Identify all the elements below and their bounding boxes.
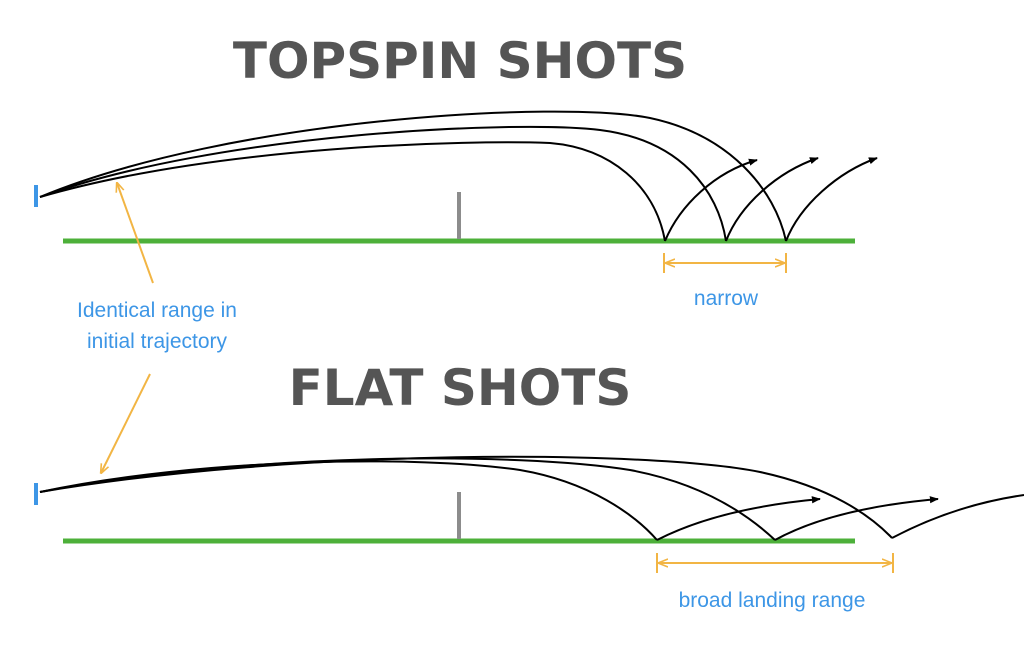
identical-range-callout: Identical range in initial trajectory: [77, 183, 237, 473]
flat-title: FLAT SHOTS: [289, 359, 632, 417]
broad-range-indicator: [656, 553, 894, 573]
flat-bounce-1: [656, 496, 821, 541]
flat-trajectory-3: [39, 455, 893, 539]
flat-section: FLAT SHOTS broad landing range: [34, 359, 1024, 612]
callout-line-2: initial trajectory: [87, 330, 228, 353]
flat-trajectory-2: [39, 457, 776, 541]
topspin-title: TOPSPIN SHOTS: [233, 32, 687, 90]
topspin-trajectory-2: [39, 125, 727, 242]
topspin-bounce-3: [785, 157, 878, 242]
narrow-range-indicator: [663, 253, 787, 273]
topspin-trajectory-3: [39, 110, 787, 242]
callout-arrow-up: [117, 183, 154, 284]
broad-landing-range-label: broad landing range: [679, 589, 866, 612]
flat-bounce-3: [891, 494, 1024, 539]
flat-bounce-2: [774, 496, 939, 541]
topspin-section: TOPSPIN SHOTS narrow: [34, 32, 878, 310]
topspin-trajectory-1: [39, 141, 666, 242]
flat-trajectory-1: [39, 460, 658, 541]
topspin-bounce-1: [664, 158, 758, 242]
callout-line-1: Identical range in: [77, 299, 237, 322]
topspin-bounce-2: [725, 157, 819, 242]
narrow-label: narrow: [694, 287, 759, 310]
callout-arrow-down: [101, 373, 151, 473]
